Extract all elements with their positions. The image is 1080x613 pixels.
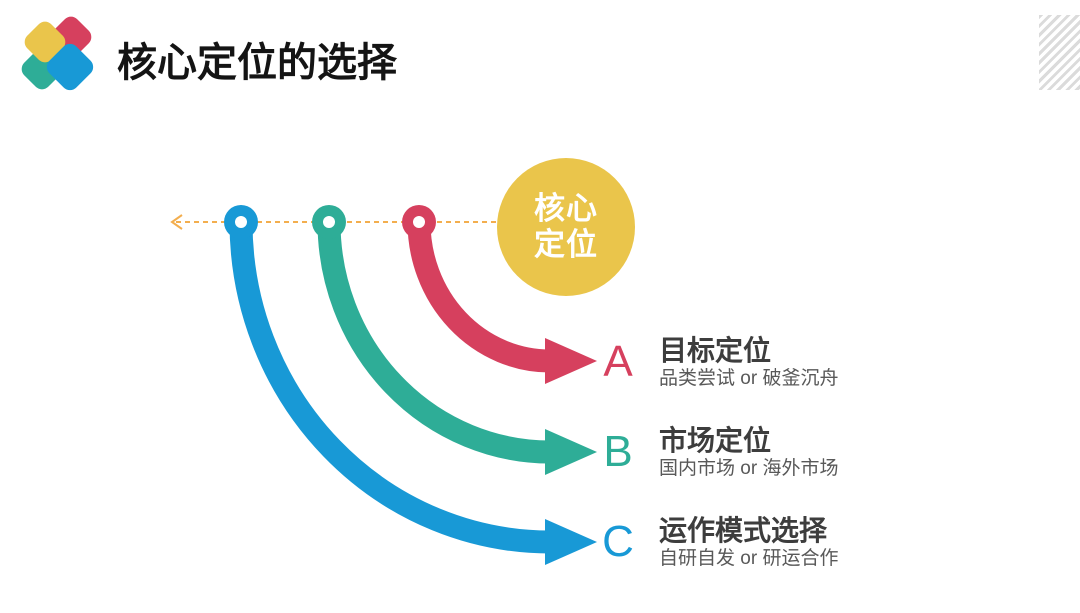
pin-a-hole	[413, 216, 425, 228]
arrowhead-b-icon	[545, 429, 597, 475]
arc-c	[229, 221, 551, 554]
row-title: 市场定位	[659, 424, 772, 456]
arrowhead-a-icon	[545, 338, 597, 384]
row-title: 目标定位	[659, 334, 772, 366]
row-letter: A	[603, 337, 633, 386]
core-positioning-node: 核心 定位	[497, 158, 635, 296]
arrowhead-c-icon	[545, 519, 597, 565]
row-subtitle: 品类尝试 or 破釜沉舟	[659, 367, 839, 389]
page-title: 核心定位的选择	[117, 41, 397, 85]
row-letter: B	[603, 427, 633, 476]
arc-a	[407, 221, 551, 373]
pin-b-hole	[323, 216, 335, 228]
arc-b	[317, 221, 551, 464]
row-subtitle: 自研自发 or 研运合作	[659, 547, 839, 569]
row-b: B 市场定位 国内市场 or 海外市场	[601, 423, 838, 481]
row-text: 运作模式选择 自研自发 or 研运合作	[659, 514, 838, 571]
row-a: A 目标定位 品类尝试 or 破釜沉舟	[601, 333, 838, 391]
row-subtitle: 国内市场 or 海外市场	[659, 457, 839, 479]
row-letter: C	[602, 517, 634, 566]
stripes-decor	[1039, 15, 1080, 90]
row-text: 目标定位 品类尝试 or 破釜沉舟	[659, 334, 838, 391]
axis-left-arrowhead-icon	[170, 214, 183, 230]
row-title: 运作模式选择	[659, 514, 828, 546]
core-node-line2: 定位	[534, 227, 598, 262]
pin-c-hole	[235, 216, 247, 228]
core-node-line1: 核心	[534, 191, 598, 226]
row-text: 市场定位 国内市场 or 海外市场	[659, 424, 838, 481]
row-c: C 运作模式选择 自研自发 or 研运合作	[601, 513, 838, 571]
